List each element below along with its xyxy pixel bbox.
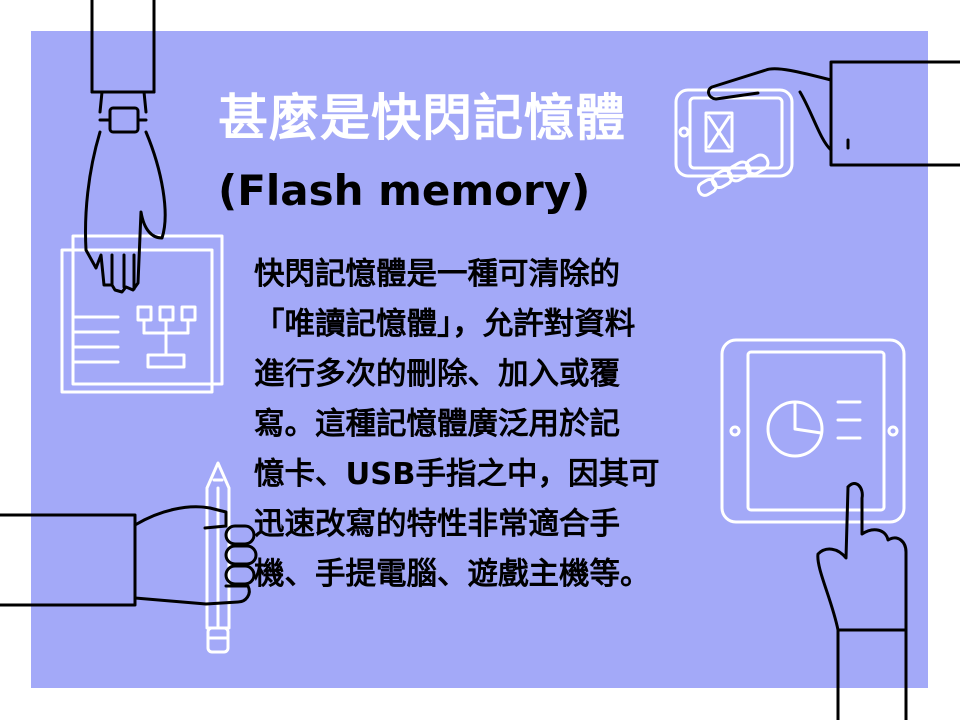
body-line: 快閃記憶體是一種可清除的 — [254, 257, 620, 292]
hand-holding-phone-icon — [674, 60, 960, 197]
hand-touching-tablet-icon — [720, 338, 908, 720]
body-line: 迅速改寫的特性非常適合手 — [254, 507, 620, 542]
body-line: 寫。這種記憶體廣泛用於記 — [254, 407, 620, 442]
body-line: 進行多次的刪除、加入或覆 — [254, 357, 620, 392]
hand-holding-pencil-icon — [0, 461, 258, 654]
body-paragraph: 快閃記憶體是一種可清除的 「唯讀記憶體」，允許對資料 進行多次的刪除、加入或覆 … — [254, 250, 704, 600]
lavender-panel — [31, 31, 928, 688]
slide-subtitle: (Flash memory) — [218, 166, 591, 215]
body-line: 憶卡、USB手指之中，因其可 — [254, 457, 660, 492]
slide-title: 甚麼是快閃記憶體 — [218, 89, 626, 147]
body-line: 機、手提電腦、遊戲主機等。 — [254, 557, 651, 592]
hand-holding-document-icon — [60, 0, 224, 394]
body-line: 「唯讀記憶體」，允許對資料 — [254, 307, 636, 342]
